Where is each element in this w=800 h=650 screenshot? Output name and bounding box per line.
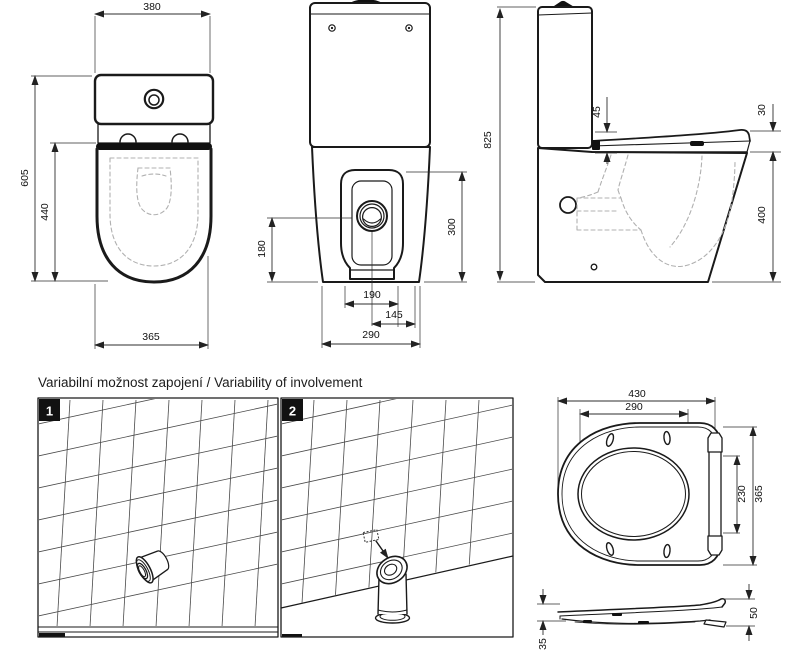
wall-mark-plate bbox=[362, 529, 380, 543]
panel-2-border bbox=[280, 397, 514, 638]
wc-top-view: 380 605 440 365 bbox=[19, 1, 215, 349]
seat-hinge-right bbox=[171, 133, 189, 143]
dim-bowl-width: 365 bbox=[142, 331, 160, 343]
dim-bowl-depth: 440 bbox=[39, 203, 51, 221]
bowl-side bbox=[537, 147, 748, 283]
wall-outlet-pipe bbox=[135, 550, 170, 584]
seat-side-view: 35 50 bbox=[537, 584, 760, 650]
panel-1-badge bbox=[39, 399, 60, 421]
dim-seat-rear-height: 50 bbox=[748, 607, 760, 619]
panel-2-badge bbox=[282, 399, 303, 421]
dim-bowl-height: 400 bbox=[756, 206, 768, 224]
hinge-foot bbox=[703, 619, 727, 628]
dim-total-height: 825 bbox=[482, 131, 494, 149]
fixing-hole-right bbox=[405, 24, 413, 32]
seat-top-view: 430 290 230 365 bbox=[557, 388, 765, 566]
panel-2-label: 2 bbox=[289, 404, 296, 419]
dim-recess-height: 300 bbox=[446, 218, 458, 236]
lid-outline bbox=[95, 147, 213, 284]
seat-hinge-side bbox=[690, 141, 704, 146]
dim-outlet-offset: 145 bbox=[385, 309, 403, 321]
dim-outlet-center-height: 180 bbox=[256, 240, 268, 258]
cistern-side bbox=[537, 6, 593, 149]
variant-panel-1: 1 bbox=[37, 397, 279, 638]
dim-seat-inner-length: 290 bbox=[625, 401, 643, 413]
side-fixing-hole bbox=[559, 196, 577, 214]
dim-seat-thickness: 30 bbox=[756, 104, 768, 116]
connection-arrow bbox=[375, 540, 389, 559]
tiled-wall-2 bbox=[282, 399, 512, 607]
outlet-recess bbox=[340, 169, 404, 280]
hinge-cap-top bbox=[707, 432, 723, 453]
dim-base-width: 290 bbox=[362, 329, 380, 341]
seat-hinge-left bbox=[119, 133, 137, 143]
hinge-cap-bottom bbox=[707, 535, 723, 556]
flush-button-icon bbox=[143, 88, 165, 110]
dim-seat-width: 365 bbox=[753, 485, 765, 503]
panel-1-border bbox=[37, 397, 279, 638]
panel-1-label: 1 bbox=[46, 404, 53, 419]
floor-elbow-pipe bbox=[362, 529, 411, 624]
dim-tank-width: 380 bbox=[143, 1, 161, 13]
dim-seat-inner-width: 230 bbox=[736, 485, 748, 503]
dim-total-depth: 605 bbox=[19, 169, 31, 187]
wc-side-view: 825 45 30 400 bbox=[482, 0, 781, 283]
dim-seat-rise: 45 bbox=[591, 106, 603, 118]
outlet-opening bbox=[356, 200, 388, 232]
lid-front-edge bbox=[96, 143, 212, 150]
wc-back-view: 180 300 190 145 290 bbox=[256, 0, 467, 348]
seat-bumper bbox=[663, 430, 671, 446]
seat-bumper bbox=[605, 433, 615, 447]
seat-outline bbox=[557, 422, 721, 566]
seat-opening bbox=[577, 447, 690, 541]
cistern-top bbox=[93, 73, 215, 126]
lid-profile bbox=[591, 129, 751, 142]
seat-bumper bbox=[663, 543, 671, 559]
seat-lid-profile bbox=[557, 598, 726, 613]
cistern-back bbox=[309, 2, 431, 148]
seat-bumper bbox=[605, 542, 615, 556]
dim-seat-length: 430 bbox=[628, 388, 646, 400]
fixing-hole-left bbox=[328, 24, 336, 32]
dim-seat-front-height: 35 bbox=[537, 638, 549, 650]
section-title: Variabilní možnost zapojení / Variabilit… bbox=[38, 375, 363, 390]
variant-panel-2: 2 bbox=[280, 397, 514, 638]
tiled-wall-1 bbox=[39, 399, 277, 626]
seat-ring-profile bbox=[561, 618, 711, 625]
dim-outlet-span: 190 bbox=[363, 289, 381, 301]
